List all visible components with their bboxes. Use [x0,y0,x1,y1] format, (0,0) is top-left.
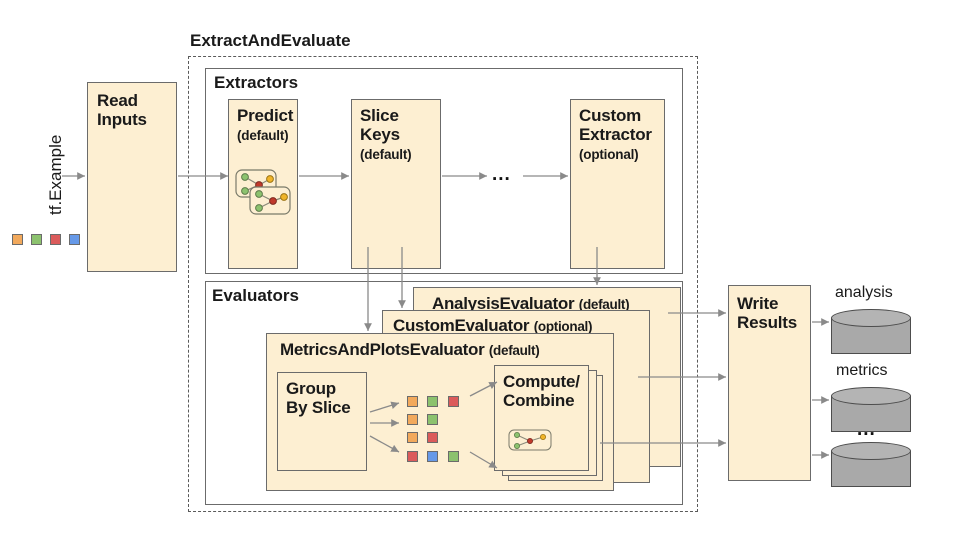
metrics-store-label: metrics [836,362,888,379]
extractor-slice-keys-box[interactable]: Slice Keys (default) [351,99,441,269]
slice-square [407,396,418,407]
extract-and-evaluate-group [188,56,698,512]
write-results-line2: Results [737,313,798,333]
slice-square [448,451,459,462]
extractor-ellipsis: ... [492,164,511,185]
more-stores-label: ... [857,419,876,440]
custom-evaluator-qualifier: (optional) [533,319,593,334]
write-results-box[interactable]: Write Results [728,285,811,481]
extractors-label: Extractors [214,73,299,92]
write-results-line1: Write [737,294,779,313]
input-square-red [50,234,61,245]
input-square-green [31,234,42,245]
input-label: tf.Example [46,134,65,215]
input-square-orange [12,234,23,245]
group-by-slice-line1: Group [286,379,336,398]
read-inputs-line1: Read [97,91,138,110]
metrics-evaluator-label: MetricsAndPlotsEvaluator [280,340,485,359]
group-by-slice-line2: By Slice [286,398,351,418]
extract-and-evaluate-label: ExtractAndEvaluate [190,31,351,50]
analysis-store-cylinder[interactable] [831,309,911,354]
slice-square [427,396,438,407]
extractor-custom-line2: Extractor [579,125,652,145]
read-inputs-line2: Inputs [97,110,147,130]
extractor-predict-qualifier: (default) [237,128,289,144]
more-stores-cylinder[interactable] [831,442,911,487]
slice-square [427,414,438,425]
analysis-evaluator-label: AnalysisEvaluator [432,294,575,313]
input-square-blue [69,234,80,245]
slice-square [407,414,418,425]
compute-combine-line2: Combine [503,391,575,411]
slice-square [407,451,418,462]
compute-combine-line1: Compute/ [503,372,580,391]
read-inputs-box[interactable]: Read Inputs [87,82,177,272]
extractor-slice-keys-line1: Slice [360,106,399,125]
extractor-custom-qualifier: (optional) [579,147,639,163]
extractor-slice-keys-line2: Keys [360,125,400,145]
metrics-store-cylinder[interactable] [831,387,911,432]
metrics-evaluator-qualifier: (default) [488,343,540,358]
slice-square [427,451,438,462]
slice-square [448,396,459,407]
slice-square [427,432,438,443]
compute-combine-box[interactable]: Compute/ Combine [494,365,589,471]
analysis-evaluator-qualifier: (default) [578,297,630,312]
extractor-custom-box[interactable]: Custom Extractor (optional) [570,99,665,269]
group-by-slice-box[interactable]: Group By Slice [277,372,367,471]
evaluators-label: Evaluators [212,286,299,305]
extractor-predict-title: Predict [237,106,294,125]
extractor-slice-keys-qualifier: (default) [360,147,412,163]
custom-evaluator-label: CustomEvaluator [393,316,530,335]
extractor-predict-box[interactable]: Predict (default) [228,99,298,269]
extractor-custom-line1: Custom [579,106,642,125]
analysis-store-label: analysis [835,284,893,301]
slice-square [407,432,418,443]
